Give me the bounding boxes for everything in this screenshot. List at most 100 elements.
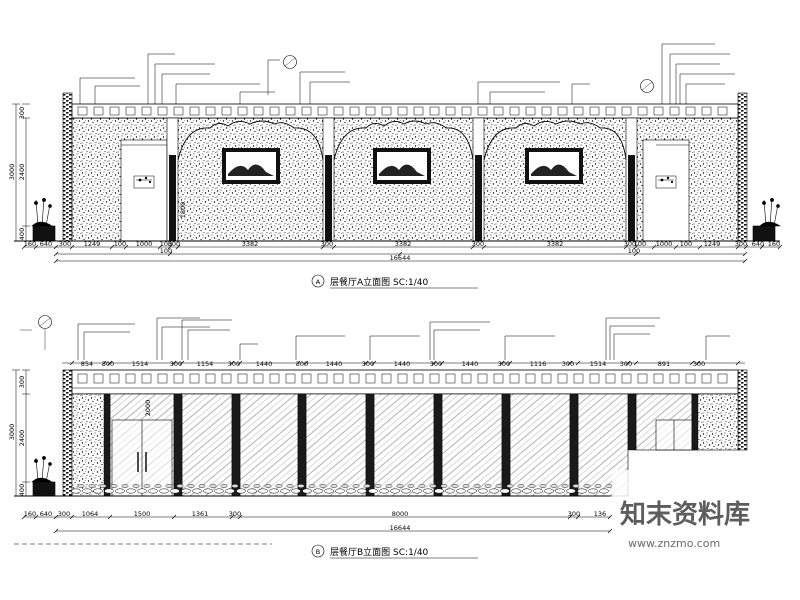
arch-openings-a [120, 139, 690, 242]
dimension-tick [431, 360, 437, 366]
dimension-tick [123, 244, 129, 250]
dim-a-inner-1800: 1800 [179, 202, 187, 219]
dimension-tick [229, 514, 235, 520]
dimension-tick [481, 244, 487, 250]
pebble [148, 488, 158, 494]
dim-a-b0: 160 [24, 240, 36, 248]
dim-b-t19: 300 [693, 360, 705, 368]
dim-a-b5: 1000 [136, 240, 153, 248]
pebble [220, 484, 228, 488]
dim-b-t1: 300 [102, 360, 114, 368]
dimension-tick [470, 244, 476, 250]
cornice-block [301, 106, 312, 116]
pebble [500, 488, 510, 494]
dim-a-b19: 640 [752, 240, 764, 248]
right-brick-wall-b [737, 369, 748, 451]
cornice-block [509, 106, 520, 116]
dimension-tick [371, 360, 377, 366]
cornice-block [189, 106, 200, 116]
pebble [352, 484, 360, 488]
cornice-block [541, 106, 552, 116]
dimension-tick [499, 360, 505, 366]
dim-b-b7: 8000 [392, 510, 409, 518]
top-dimension-labels-b: 854 300 1514 300 1154 300 1440 300 1440 … [81, 360, 705, 368]
pebble [594, 484, 602, 488]
dim-a-b18: 300 [735, 240, 747, 248]
cornice-block [509, 373, 520, 384]
cornice-block [141, 373, 152, 384]
elevation-a-callouts [79, 43, 735, 104]
dimension-tick [633, 360, 639, 366]
cornice-block [301, 373, 312, 384]
pebble [456, 488, 466, 494]
pebble [429, 484, 437, 488]
cornice-block [701, 106, 712, 116]
dimension-tick [107, 514, 113, 520]
dim-a-sub-left: 100 [160, 247, 172, 255]
dim-a-b10: 3382 [395, 240, 412, 248]
pebble [181, 488, 191, 494]
pebble [550, 484, 558, 488]
dimension-tick [33, 514, 39, 520]
pebble [115, 488, 125, 494]
dim-b-inner-2000: 2000 [144, 400, 152, 417]
dimension-tick [107, 360, 113, 366]
pebble [528, 484, 536, 488]
pebble [231, 484, 239, 488]
dimension-tick [623, 244, 629, 250]
pebble [396, 484, 404, 488]
cornice-block [413, 106, 424, 116]
dim-b-b2: 300 [58, 510, 70, 518]
dim-b-left-total: 3000 [8, 424, 16, 441]
cornice-block [653, 106, 664, 116]
pebble [478, 488, 488, 494]
pebble [71, 488, 81, 494]
planter-b [31, 455, 56, 497]
dimension-tick [742, 251, 748, 257]
dimension-tick [759, 244, 765, 250]
pebble [143, 484, 151, 488]
cornice-block [173, 106, 184, 116]
pebble [236, 488, 246, 494]
pebble [605, 484, 613, 488]
cornice-block [109, 373, 120, 384]
cornice-block [221, 106, 232, 116]
pebble [132, 484, 140, 488]
cornice-block [285, 106, 296, 116]
dim-b-b6: 300 [229, 510, 241, 518]
pebble [583, 484, 591, 488]
pebble [82, 488, 92, 494]
dim-b-t11: 300 [430, 360, 442, 368]
dim-b-t13: 300 [498, 360, 510, 368]
cornice-block [253, 106, 264, 116]
dim-a-b4: 100 [114, 240, 126, 248]
dimension-tick [331, 244, 337, 250]
dimension-tick [673, 244, 679, 250]
cornice-block [429, 373, 440, 384]
pebble [286, 484, 294, 488]
elevation-b: 854 300 1514 300 1154 300 1440 300 1440 … [8, 315, 748, 559]
pebble [379, 488, 389, 494]
pebble-base-b [71, 484, 613, 494]
dimension-tick [69, 514, 75, 520]
dimension-tick [171, 514, 177, 520]
dim-a-left-2400: 2400 [18, 164, 26, 181]
cornice-block [77, 373, 88, 384]
pebble [110, 484, 118, 488]
dim-b-left-400: 400 [18, 484, 26, 496]
framed-paintings-a [222, 148, 583, 184]
cornice-block [413, 373, 424, 384]
pebble [599, 488, 609, 494]
pebble [423, 488, 433, 494]
dimension-tick [109, 244, 115, 250]
pebble [93, 488, 103, 494]
pebble [473, 484, 481, 488]
bottom-dimension-labels-a: 160 640 300 1249 100 1000 100 300 3382 3… [24, 240, 780, 262]
dim-a-b14: 100 [634, 240, 646, 248]
cornice-block [637, 106, 648, 116]
pebble [467, 488, 477, 494]
pebble [451, 484, 459, 488]
dim-b-t10: 1440 [394, 360, 411, 368]
dimension-tick [507, 360, 513, 366]
dim-b-t17: 300 [620, 360, 632, 368]
